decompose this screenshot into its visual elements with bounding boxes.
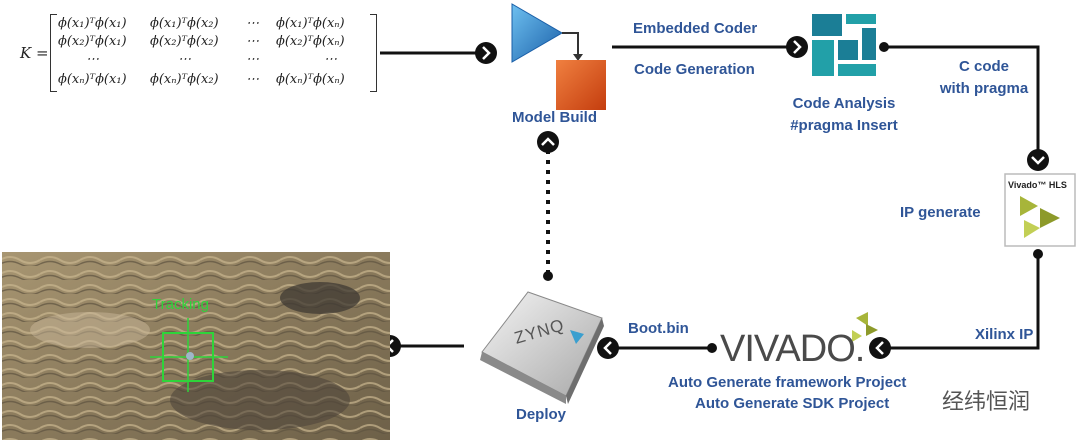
hls-line-start <box>1033 249 1043 259</box>
matrix-cell: ⋯ <box>178 52 191 67</box>
deploy-label: Deploy <box>516 406 567 423</box>
matrix-left-bracket <box>50 14 57 92</box>
vivado-hls-text: Vivado™ HLS <box>1008 180 1067 190</box>
matrix-cell: ϕ(x₁)ᵀϕ(x₂) <box>150 16 219 31</box>
matrix-cell: ϕ(x₂)ᵀϕ(x₂) <box>150 34 219 49</box>
model-build-label: Model Build <box>512 109 597 126</box>
vivado-hls-icon <box>1004 173 1076 247</box>
watermark-text: 经纬恒润 <box>942 390 1031 415</box>
code-analysis-icon <box>812 14 876 76</box>
tracking-box <box>150 318 228 392</box>
arrow-down-icon <box>1027 149 1049 171</box>
xilinx-ip-label: Xilinx IP <box>975 326 1034 343</box>
tracking-camera-image <box>2 252 390 440</box>
connector-analysis-to-hls <box>884 45 1040 152</box>
connector-hls-to-vivado <box>886 254 1040 350</box>
matrix-cell: ϕ(xₙ)ᵀϕ(x₂) <box>150 72 219 87</box>
matrix-cell: ⋯ <box>246 16 259 31</box>
matrix-cell: ⋯ <box>324 52 337 67</box>
vivado-logo-icon <box>852 312 878 342</box>
dotted-line-end <box>543 271 553 281</box>
matrix-right-bracket <box>370 14 377 92</box>
code-generation-label: Code Generation <box>634 61 755 78</box>
code-analysis-label: Code Analysis <box>792 95 896 112</box>
matrix-cell: ϕ(x₁)ᵀϕ(xₙ) <box>276 16 345 31</box>
boot-bin-label: Boot.bin <box>628 320 689 337</box>
matrix-cell: ⋯ <box>86 52 99 67</box>
arrow-up-icon <box>537 131 559 153</box>
tracking-label: Tracking <box>152 296 209 313</box>
pragma-insert-label: #pragma Insert <box>790 117 898 134</box>
matrix-row: ⋯ ⋯ ⋯ ⋯ <box>58 52 368 70</box>
simulink-model-icon <box>511 3 606 110</box>
matrix-cell: ϕ(xₙ)ᵀϕ(x₁) <box>58 72 127 87</box>
matrix-cell: ⋯ <box>246 34 259 49</box>
vivado-logo-text: VIVADO. <box>720 328 865 370</box>
embedded-coder-label: Embedded Coder <box>633 20 758 37</box>
zynq-chip-icon <box>480 291 604 404</box>
vivado-line-start <box>707 343 717 353</box>
auto-sdk-label: Auto Generate SDK Project <box>695 395 890 412</box>
arrow-left-icon <box>597 337 619 359</box>
kernel-matrix: K = ϕ(x₁)ᵀϕ(x₁) ϕ(x₁)ᵀϕ(x₂) ⋯ ϕ(x₁)ᵀϕ(xₙ… <box>14 10 384 94</box>
matrix-row: ϕ(x₁)ᵀϕ(x₁) ϕ(x₁)ᵀϕ(x₂) ⋯ ϕ(x₁)ᵀϕ(xₙ) <box>58 16 368 34</box>
matrix-cell: ⋯ <box>246 72 259 87</box>
with-pragma-label: with pragma <box>939 80 1029 97</box>
matrix-cell: ϕ(x₁)ᵀϕ(x₁) <box>58 16 127 31</box>
matrix-row: ϕ(xₙ)ᵀϕ(x₁) ϕ(xₙ)ᵀϕ(x₂) ⋯ ϕ(xₙ)ᵀϕ(xₙ) <box>58 72 368 90</box>
arrow-right-icon <box>475 42 497 64</box>
auto-framework-label: Auto Generate framework Project <box>668 374 907 391</box>
matrix-cell: ϕ(xₙ)ᵀϕ(xₙ) <box>276 72 345 87</box>
c-code-label: C code <box>958 58 1009 75</box>
matrix-row: ϕ(x₂)ᵀϕ(x₁) ϕ(x₂)ᵀϕ(x₂) ⋯ ϕ(x₂)ᵀϕ(xₙ) <box>58 34 368 52</box>
matrix-cell: ϕ(x₂)ᵀϕ(x₁) <box>58 34 127 49</box>
ip-generate-label: IP generate <box>900 204 981 221</box>
matrix-cell: ⋯ <box>246 52 259 67</box>
matrix-cell: ϕ(x₂)ᵀϕ(xₙ) <box>276 34 345 49</box>
analysis-line-start <box>879 42 889 52</box>
matrix-variable: K = <box>20 44 49 62</box>
arrow-left-icon <box>869 337 891 359</box>
arrow-right-icon <box>786 36 808 58</box>
